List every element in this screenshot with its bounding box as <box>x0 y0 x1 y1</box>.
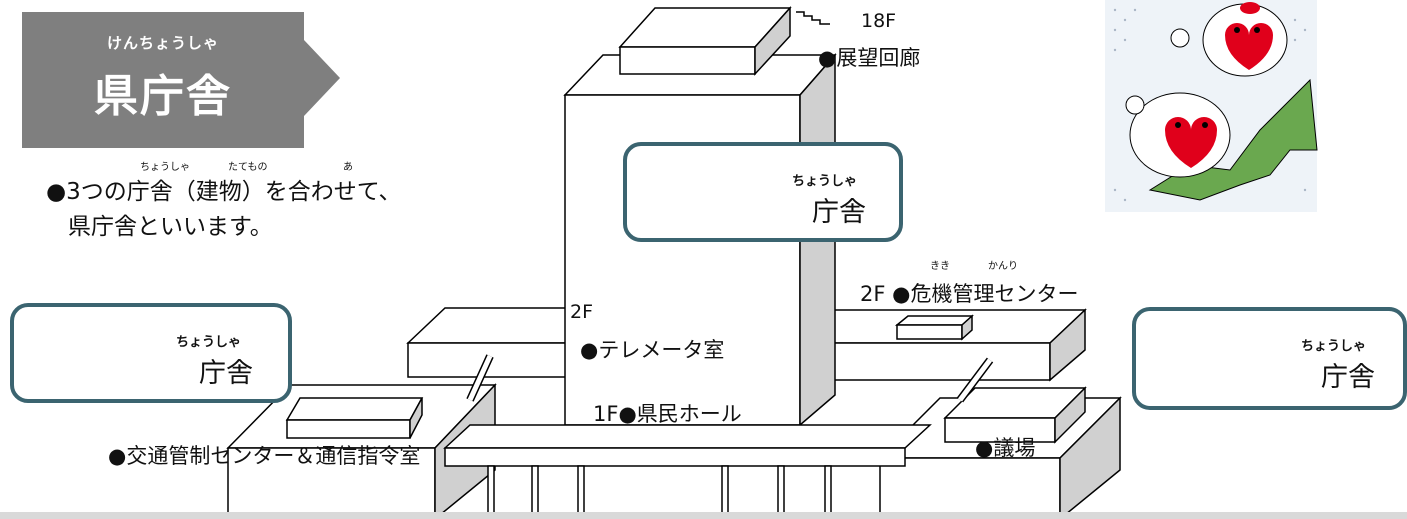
desc-ruby-a: あ <box>343 162 353 173</box>
page-title: 県庁舎 <box>94 71 232 122</box>
corridor-front <box>444 447 906 467</box>
mascot-bird-illustration <box>1105 0 1318 212</box>
callout-left-label: 庁舎 <box>199 358 253 389</box>
right-wing-front <box>799 342 1051 381</box>
right-wing-side <box>1049 308 1086 382</box>
traffic-box-front <box>286 419 411 439</box>
label-telemeter-room: ●テレメータ室 <box>580 338 725 362</box>
title-arrow <box>304 40 340 116</box>
desc-ruby-tatemono: たてもの <box>228 162 268 173</box>
rooftop-front <box>619 46 756 75</box>
right-wing-box-top <box>894 315 974 326</box>
callout-left-ruby: ちょうしゃ <box>176 335 242 350</box>
assembly-building-side <box>1059 396 1121 519</box>
traffic-building-front <box>227 447 436 519</box>
corridor-top <box>443 424 932 449</box>
ruby-kiki: きき <box>930 261 950 272</box>
callout-center: ちょうしゃ 庁舎 <box>623 142 903 242</box>
callout-right-label: 庁舎 <box>1321 362 1375 393</box>
description-line2: 県庁舎といいます。 <box>68 214 273 240</box>
desc-ruby-choshya: ちょうしゃ <box>140 162 190 173</box>
callout-left: ちょうしゃ 庁舎 <box>10 303 292 403</box>
ruby-kanri: かんり <box>988 261 1018 272</box>
label-traffic-center: ●交通管制センター＆通信指令室 <box>108 444 421 468</box>
description-line1: ●3つの庁舎（建物）を合わせて、 <box>46 179 402 205</box>
traffic-box-top <box>285 397 424 421</box>
label-observation-corridor: ●展望回廊 <box>818 46 921 70</box>
callout-right-ruby: ちょうしゃ <box>1301 339 1367 354</box>
callout-center-ruby: ちょうしゃ <box>792 174 858 189</box>
callout-center-label: 庁舎 <box>812 197 866 228</box>
stair-mark <box>796 11 830 25</box>
right-wing-box-front <box>896 324 963 340</box>
title-box <box>22 12 304 148</box>
bottom-bar <box>0 512 1407 519</box>
floor-2f-left: 2F <box>570 301 594 323</box>
label-prefectural-hall: 1F●県民ホール <box>593 402 742 426</box>
assembly-building-front <box>879 457 1061 519</box>
label-assembly-hall: ●議場 <box>975 436 1036 460</box>
title-ruby: けんちょうしゃ <box>106 34 219 52</box>
label-crisis-center: 2F ●危機管理センター <box>860 282 1079 306</box>
floor-18f: 18F <box>861 10 897 32</box>
callout-right: ちょうしゃ 庁舎 <box>1132 307 1407 410</box>
rooftop-side <box>754 6 791 76</box>
